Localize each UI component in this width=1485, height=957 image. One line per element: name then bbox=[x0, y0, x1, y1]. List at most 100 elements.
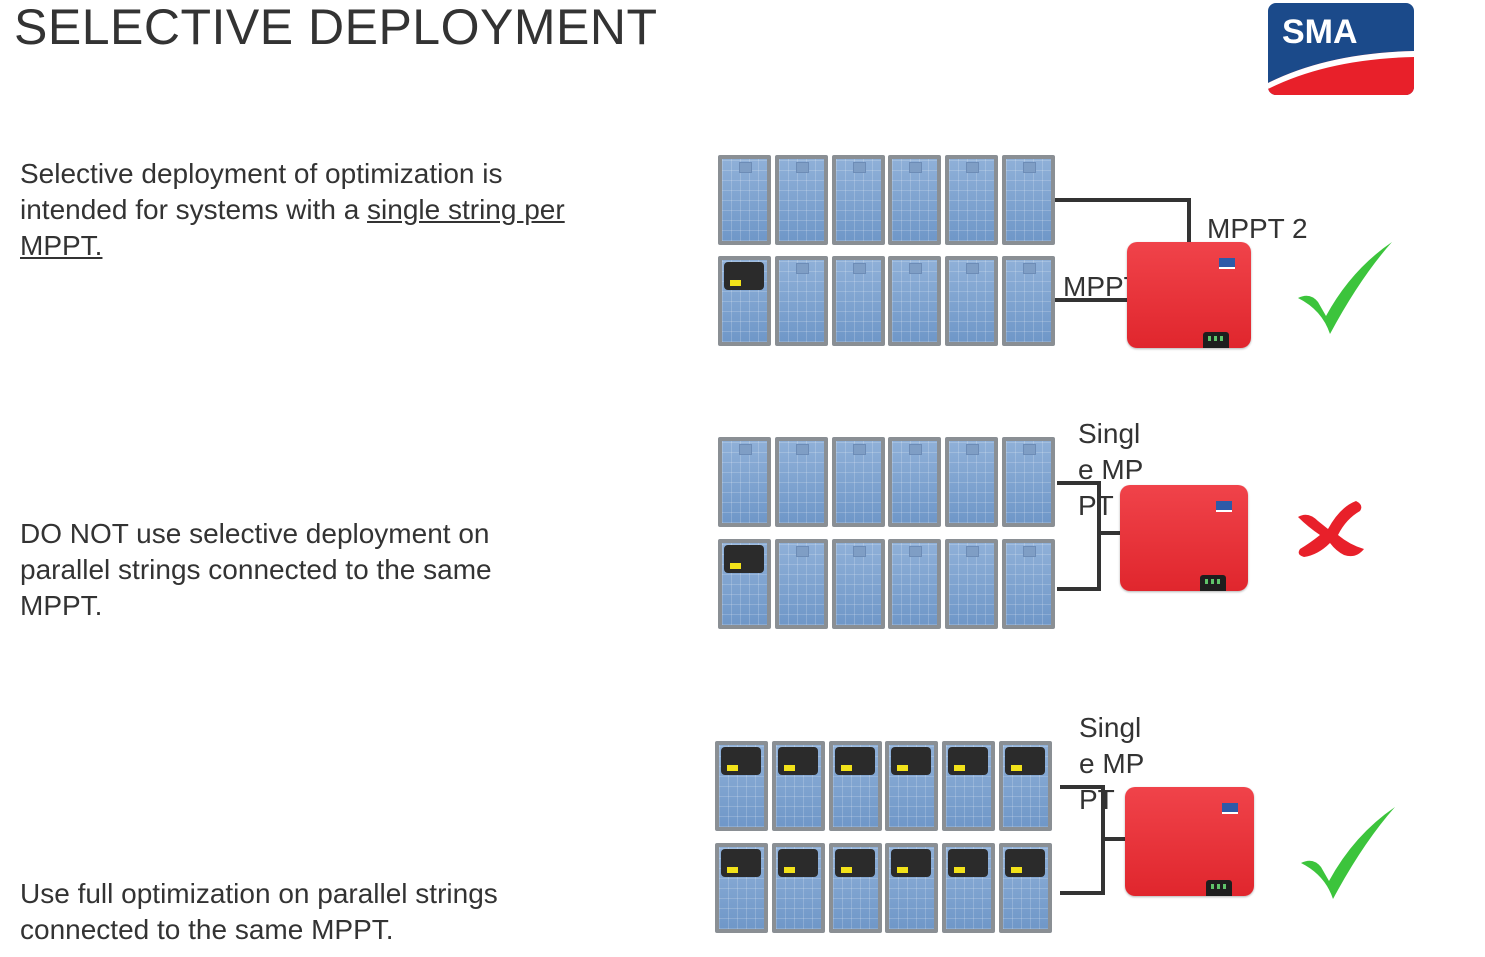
solar-panel bbox=[1002, 539, 1055, 629]
solar-panel bbox=[718, 437, 771, 527]
junction-box-icon bbox=[852, 263, 866, 274]
optimizer-icon bbox=[724, 545, 764, 573]
inverter bbox=[1125, 787, 1254, 896]
solar-panel bbox=[942, 843, 996, 933]
junction-box-icon bbox=[1023, 546, 1036, 557]
junction-box-icon bbox=[795, 444, 809, 455]
solar-panel bbox=[888, 155, 942, 245]
solar-panel bbox=[888, 256, 942, 346]
junction-box-icon bbox=[1023, 263, 1036, 274]
page-title: SELECTIVE DEPLOYMENT bbox=[14, 0, 658, 55]
wire-mppt2 bbox=[1055, 198, 1191, 202]
junction-box-icon bbox=[739, 162, 752, 173]
optimizer-icon bbox=[1005, 849, 1045, 877]
solar-panel bbox=[828, 843, 882, 933]
svg-text:SMA: SMA bbox=[1282, 13, 1358, 51]
junction-box-icon bbox=[909, 162, 923, 173]
solar-panel bbox=[774, 155, 828, 245]
solar-panel bbox=[771, 843, 825, 933]
solar-panel bbox=[885, 741, 939, 831]
junction-box-icon bbox=[909, 444, 923, 455]
optimizer-icon bbox=[1005, 747, 1045, 775]
wire-mppt2-drop bbox=[1187, 198, 1191, 244]
junction-box-icon bbox=[909, 263, 923, 274]
check-icon bbox=[1298, 242, 1392, 334]
solar-panel bbox=[945, 155, 999, 245]
solar-panel bbox=[945, 539, 999, 629]
solar-panel bbox=[718, 256, 771, 346]
solar-panel bbox=[718, 539, 771, 629]
junction-box-icon bbox=[1023, 162, 1036, 173]
junction-box-icon bbox=[966, 546, 980, 557]
optimizer-icon bbox=[721, 849, 761, 877]
solar-panel bbox=[888, 539, 942, 629]
solar-panel bbox=[828, 741, 882, 831]
wire-string-1 bbox=[1060, 785, 1105, 789]
junction-box-icon bbox=[795, 546, 809, 557]
section-3-text: Use full optimization on parallel string… bbox=[20, 878, 498, 945]
solar-panel bbox=[718, 155, 771, 245]
solar-panel bbox=[831, 256, 885, 346]
wire-combiner bbox=[1097, 481, 1101, 591]
single-string-link[interactable]: single string per MPPT. bbox=[20, 194, 565, 261]
solar-panel bbox=[945, 256, 999, 346]
junction-box-icon bbox=[966, 444, 980, 455]
optimizer-icon bbox=[834, 849, 875, 877]
solar-panel bbox=[774, 539, 828, 629]
junction-box-icon bbox=[852, 546, 866, 557]
wire-mppt bbox=[1100, 531, 1122, 535]
junction-box-icon bbox=[852, 444, 866, 455]
solar-panel bbox=[831, 437, 885, 527]
wire-string-2 bbox=[1057, 587, 1101, 591]
label-single-mppt: Single MPPT bbox=[1078, 418, 1144, 521]
section-1-text-body: Selective deployment of optimization is … bbox=[20, 158, 503, 225]
solar-panel bbox=[999, 843, 1052, 933]
solar-panel bbox=[774, 256, 828, 346]
optimizer-icon bbox=[834, 747, 875, 775]
optimizer-icon bbox=[724, 262, 764, 290]
cross-icon bbox=[1298, 501, 1364, 557]
solar-panel bbox=[715, 843, 768, 933]
solar-panel bbox=[888, 437, 942, 527]
junction-box-icon bbox=[1023, 444, 1036, 455]
solar-panel bbox=[1002, 437, 1055, 527]
solar-panel bbox=[1002, 155, 1055, 245]
junction-box-icon bbox=[852, 162, 866, 173]
junction-box-icon bbox=[966, 162, 980, 173]
junction-box-icon bbox=[795, 263, 809, 274]
junction-box-icon bbox=[739, 444, 752, 455]
solar-panel bbox=[831, 155, 885, 245]
label-mppt2: MPPT 2 bbox=[1207, 213, 1308, 244]
optimizer-icon bbox=[777, 747, 818, 775]
optimizer-icon bbox=[948, 747, 989, 775]
solar-panel bbox=[942, 741, 996, 831]
optimizer-icon bbox=[948, 849, 989, 877]
wire-combiner bbox=[1101, 785, 1105, 895]
check-icon bbox=[1301, 807, 1395, 899]
optimizer-icon bbox=[777, 849, 818, 877]
junction-box-icon bbox=[795, 162, 809, 173]
optimizer-icon bbox=[891, 849, 932, 877]
sma-logo: SMA bbox=[1268, 3, 1414, 95]
section-1-text: Selective deployment of optimization is … bbox=[20, 156, 580, 264]
solar-panel bbox=[1002, 256, 1055, 346]
label-single-mppt: Single MPPT bbox=[1079, 712, 1145, 815]
junction-box-icon bbox=[909, 546, 923, 557]
wire-mppt bbox=[1104, 837, 1126, 841]
wire-string-2 bbox=[1060, 891, 1105, 895]
wire-string-1 bbox=[1057, 481, 1101, 485]
solar-panel bbox=[774, 437, 828, 527]
inverter bbox=[1120, 485, 1248, 591]
wire-mppt1 bbox=[1055, 298, 1129, 302]
solar-panel bbox=[715, 741, 768, 831]
solar-panel bbox=[885, 843, 939, 933]
solar-panel bbox=[999, 741, 1052, 831]
solar-panel bbox=[831, 539, 885, 629]
optimizer-icon bbox=[721, 747, 761, 775]
solar-panel bbox=[771, 741, 825, 831]
section-2-text: DO NOT use selective deployment on paral… bbox=[20, 518, 492, 621]
junction-box-icon bbox=[966, 263, 980, 274]
